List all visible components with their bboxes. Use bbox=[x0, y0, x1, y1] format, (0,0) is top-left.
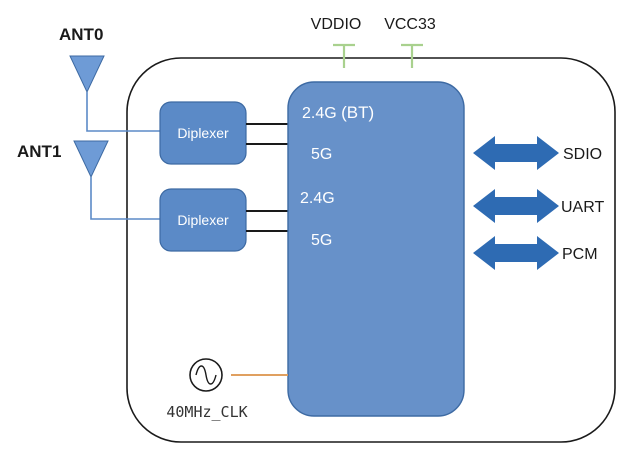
vddio-pin bbox=[333, 43, 355, 68]
ant1-label: ANT1 bbox=[17, 142, 61, 161]
ant0-label: ANT0 bbox=[59, 25, 103, 44]
diplexer-bottom-label: Diplexer bbox=[177, 212, 229, 228]
chip-port-5g-bottom: 5G bbox=[311, 232, 332, 249]
pcm-arrow-icon bbox=[473, 236, 559, 270]
clock-oscillator-icon bbox=[189, 358, 223, 392]
sdio-arrow-icon bbox=[473, 136, 559, 170]
diplexer-top-bus bbox=[246, 123, 289, 145]
sdio-label: SDIO bbox=[563, 146, 602, 163]
chip-port-24g-bt-prefix: 2.4G bbox=[302, 105, 341, 122]
vcc33-pin bbox=[401, 43, 423, 68]
ant0-feed-wire bbox=[86, 92, 160, 132]
diplexer-bottom: Diplexer bbox=[159, 188, 247, 252]
diplexer-top: Diplexer bbox=[159, 101, 247, 165]
module-outline bbox=[126, 57, 616, 443]
ant0-antenna-icon bbox=[69, 55, 105, 94]
clock-label: 40MHz_CLK bbox=[166, 403, 247, 421]
vddio-label: VDDIO bbox=[311, 16, 362, 33]
chip-port-24g-bt-suffix: (BT) bbox=[341, 103, 374, 122]
chip-port-24g: 2.4G bbox=[300, 190, 335, 207]
wifi-bt-chip bbox=[287, 81, 465, 417]
diplexer-bottom-bus bbox=[246, 210, 289, 232]
chip-port-24g-bt: 2.4G (BT) bbox=[302, 103, 374, 122]
ant1-antenna-icon bbox=[73, 140, 109, 179]
uart-arrow-icon bbox=[473, 189, 559, 223]
vcc33-label: VCC33 bbox=[384, 16, 436, 33]
pcm-label: PCM bbox=[562, 246, 598, 263]
diplexer-top-label: Diplexer bbox=[177, 125, 229, 141]
ant1-feed-wire bbox=[90, 177, 160, 220]
uart-label: UART bbox=[561, 199, 604, 216]
chip-port-5g-top: 5G bbox=[311, 146, 332, 163]
